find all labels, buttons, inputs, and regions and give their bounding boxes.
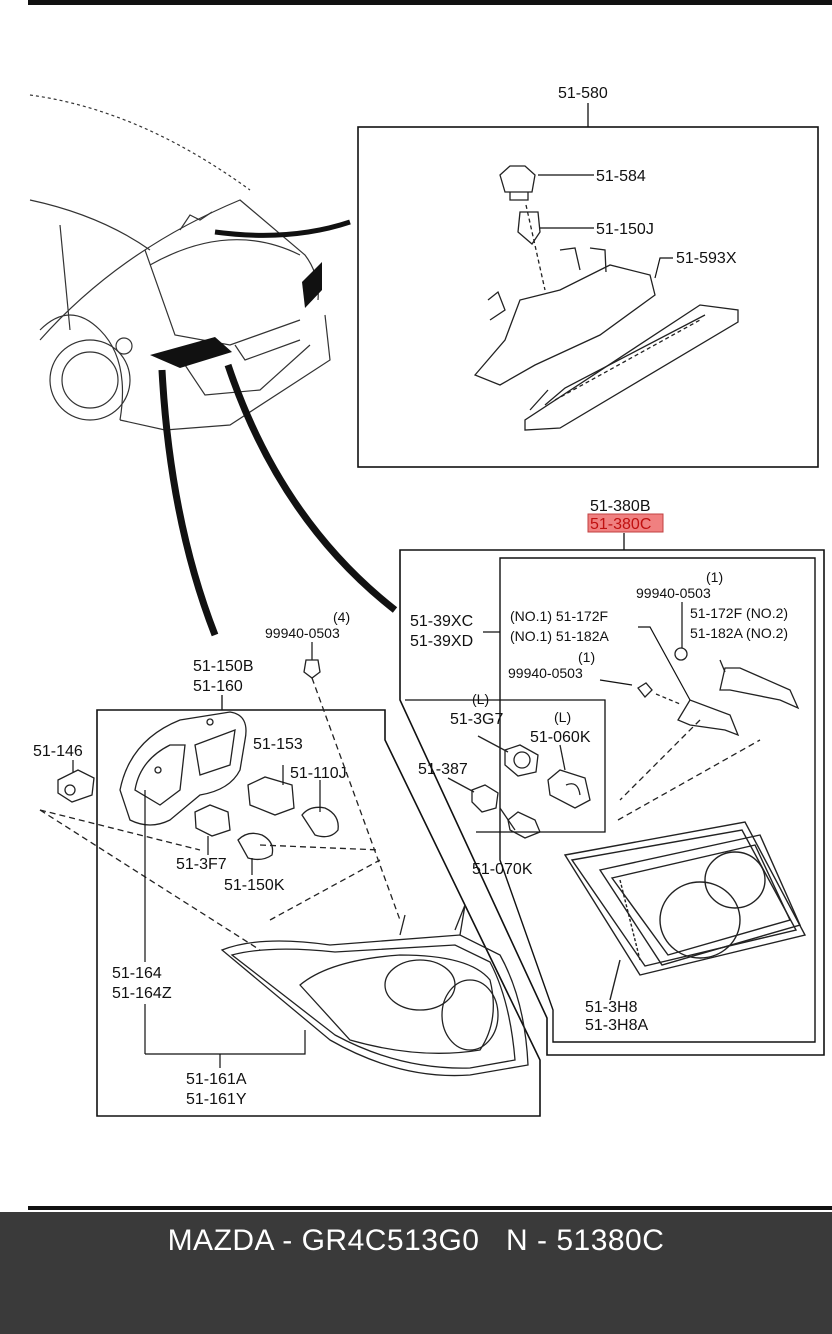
rear-combination-lamp-group: 51-380B 51-380C (399, 498, 825, 1056)
label-qty-4: (4) (333, 609, 350, 625)
label-no2-51-172f: 51-172F (NO.2) (690, 605, 788, 621)
car-lamp-shapes (150, 262, 322, 368)
label-51-161y: 51-161Y (186, 1091, 247, 1108)
label-51-150b: 51-150B (193, 658, 254, 675)
footer-bar (0, 1212, 832, 1334)
label-l-a: (L) (472, 691, 489, 707)
label-51-164: 51-164 (112, 965, 162, 982)
label-99940-0503-b: 99940-0503 (508, 665, 583, 681)
footer-divider (28, 1206, 832, 1210)
label-51-160: 51-160 (193, 678, 243, 695)
label-99940-0503-a: 99940-0503 (636, 585, 711, 601)
highlight-51-380c (587, 513, 664, 533)
tail-lamp-group: (4) 99940-0503 51-150B 51-160 51-146 51-… (33, 609, 541, 1117)
top-border (28, 0, 832, 5)
label-51-584: 51-584 (596, 168, 646, 185)
label-51-060k: 51-060K (530, 729, 591, 746)
car-illustration (29, 94, 331, 431)
label-51-150j: 51-150J (596, 221, 654, 238)
label-no1-51-172f: (NO.1) 51-172F (510, 608, 608, 624)
label-51-3f7: 51-3F7 (176, 856, 227, 873)
label-99940-0503-c: 99940-0503 (265, 625, 340, 641)
label-51-380c: 51-380C (590, 516, 651, 533)
label-51-161a: 51-161A (186, 1071, 247, 1088)
label-51-3h8a: 51-3H8A (585, 1017, 648, 1034)
label-no2-51-182a: 51-182A (NO.2) (690, 625, 788, 641)
label-51-39xd: 51-39XD (410, 633, 473, 650)
part-caption: MAZDA - GR4C513G0 N - 51380C (167, 1224, 665, 1257)
label-qty-1-a: (1) (706, 569, 723, 585)
label-51-110j: 51-110J (290, 765, 347, 782)
label-51-39xc: 51-39XC (410, 613, 473, 630)
leader-curves (158, 219, 398, 637)
label-51-164z: 51-164Z (112, 985, 172, 1002)
label-qty-1-b: (1) (578, 649, 595, 665)
high-mount-lamp-group: 51-580 51-584 51-150J 51-593X (357, 85, 819, 468)
label-51-146: 51-146 (33, 743, 83, 760)
label-l-b: (L) (554, 709, 571, 725)
label-51-070k: 51-070K (472, 861, 533, 878)
label-51-380b: 51-380B (590, 498, 651, 515)
parts-diagram: 51-580 51-584 51-150J 51-593X 51-380B 51… (28, 0, 832, 1117)
label-51-3g7: 51-3G7 (450, 711, 503, 728)
label-51-387: 51-387 (418, 761, 468, 778)
label-51-580: 51-580 (558, 85, 608, 102)
label-51-593x: 51-593X (676, 250, 737, 267)
label-51-150k: 51-150K (224, 877, 285, 894)
label-51-3h8: 51-3H8 (585, 999, 638, 1016)
label-51-153: 51-153 (253, 736, 303, 753)
label-no1-51-182a: (NO.1) 51-182A (510, 628, 609, 644)
